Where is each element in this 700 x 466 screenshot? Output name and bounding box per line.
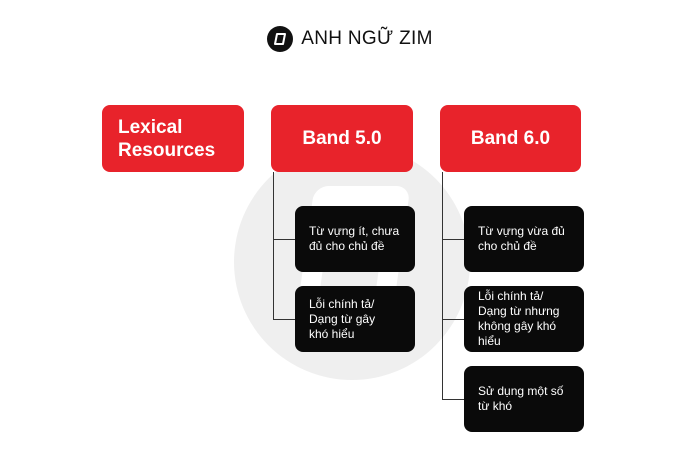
band6-item-1-line-1: Từ vựng vừa đủ (478, 224, 565, 238)
band5-item-2-line-2: Dạng từ gây (309, 311, 376, 326)
band5-item-2: Lỗi chính tả/ Dạng từ gây khó hiểu (295, 286, 415, 352)
band6-item-2: Lỗi chính tả/ Dạng từ nhưng không gây kh… (464, 286, 584, 352)
brand-header: ANH NGỮ ZIM (0, 24, 700, 54)
band5-item-2-line-1: Lỗi chính tả/ (309, 296, 375, 311)
band6-item-1-line-2: cho chủ đề (478, 239, 537, 253)
band5-connector-2 (273, 319, 295, 320)
band5-item-1-line-2: đủ cho chủ đề (309, 239, 385, 253)
band6-item-2-line-2: Dạng từ nhưng (478, 304, 560, 318)
band6-label: Band 6.0 (470, 127, 551, 149)
band6-item-2-line-1: Lỗi chính tả/ (478, 289, 544, 303)
band5-item-1-line-1: Từ vựng ít, chưa (309, 224, 400, 238)
zim-logo-icon (267, 26, 294, 52)
band5-item-2-line-3: khó hiểu (309, 326, 355, 341)
band5-connector-vertical (273, 172, 274, 320)
band5-item-1: Từ vựng ít, chưa đủ cho chủ đề (295, 206, 415, 272)
band6-item-2-line-3: không gây khó (478, 319, 557, 333)
lexical-line-2: Resources (118, 139, 216, 161)
band6-connector-2 (442, 319, 464, 320)
band6-item-1: Từ vựng vừa đủ cho chủ đề (464, 206, 584, 272)
band6-item-3: Sử dụng một số từ khó (464, 366, 584, 432)
band6-connector-1 (442, 239, 464, 240)
band6-item-2-line-4: hiểu (478, 334, 501, 348)
band5-box: Band 5.0 (271, 105, 413, 172)
band6-box: Band 6.0 (440, 105, 581, 172)
band5-label: Band 5.0 (302, 127, 382, 149)
band5-connector-1 (273, 239, 295, 240)
band6-item-3-line-2: từ khó (478, 399, 513, 413)
band6-item-3-line-1: Sử dụng một số (478, 384, 564, 398)
band6-connector-3 (442, 399, 464, 400)
band6-connector-vertical (442, 172, 443, 400)
brand-name: ANH NGỮ ZIM (301, 28, 433, 49)
lexical-line-1: Lexical (118, 116, 183, 138)
lexical-resources-box: Lexical Resources (102, 105, 244, 172)
